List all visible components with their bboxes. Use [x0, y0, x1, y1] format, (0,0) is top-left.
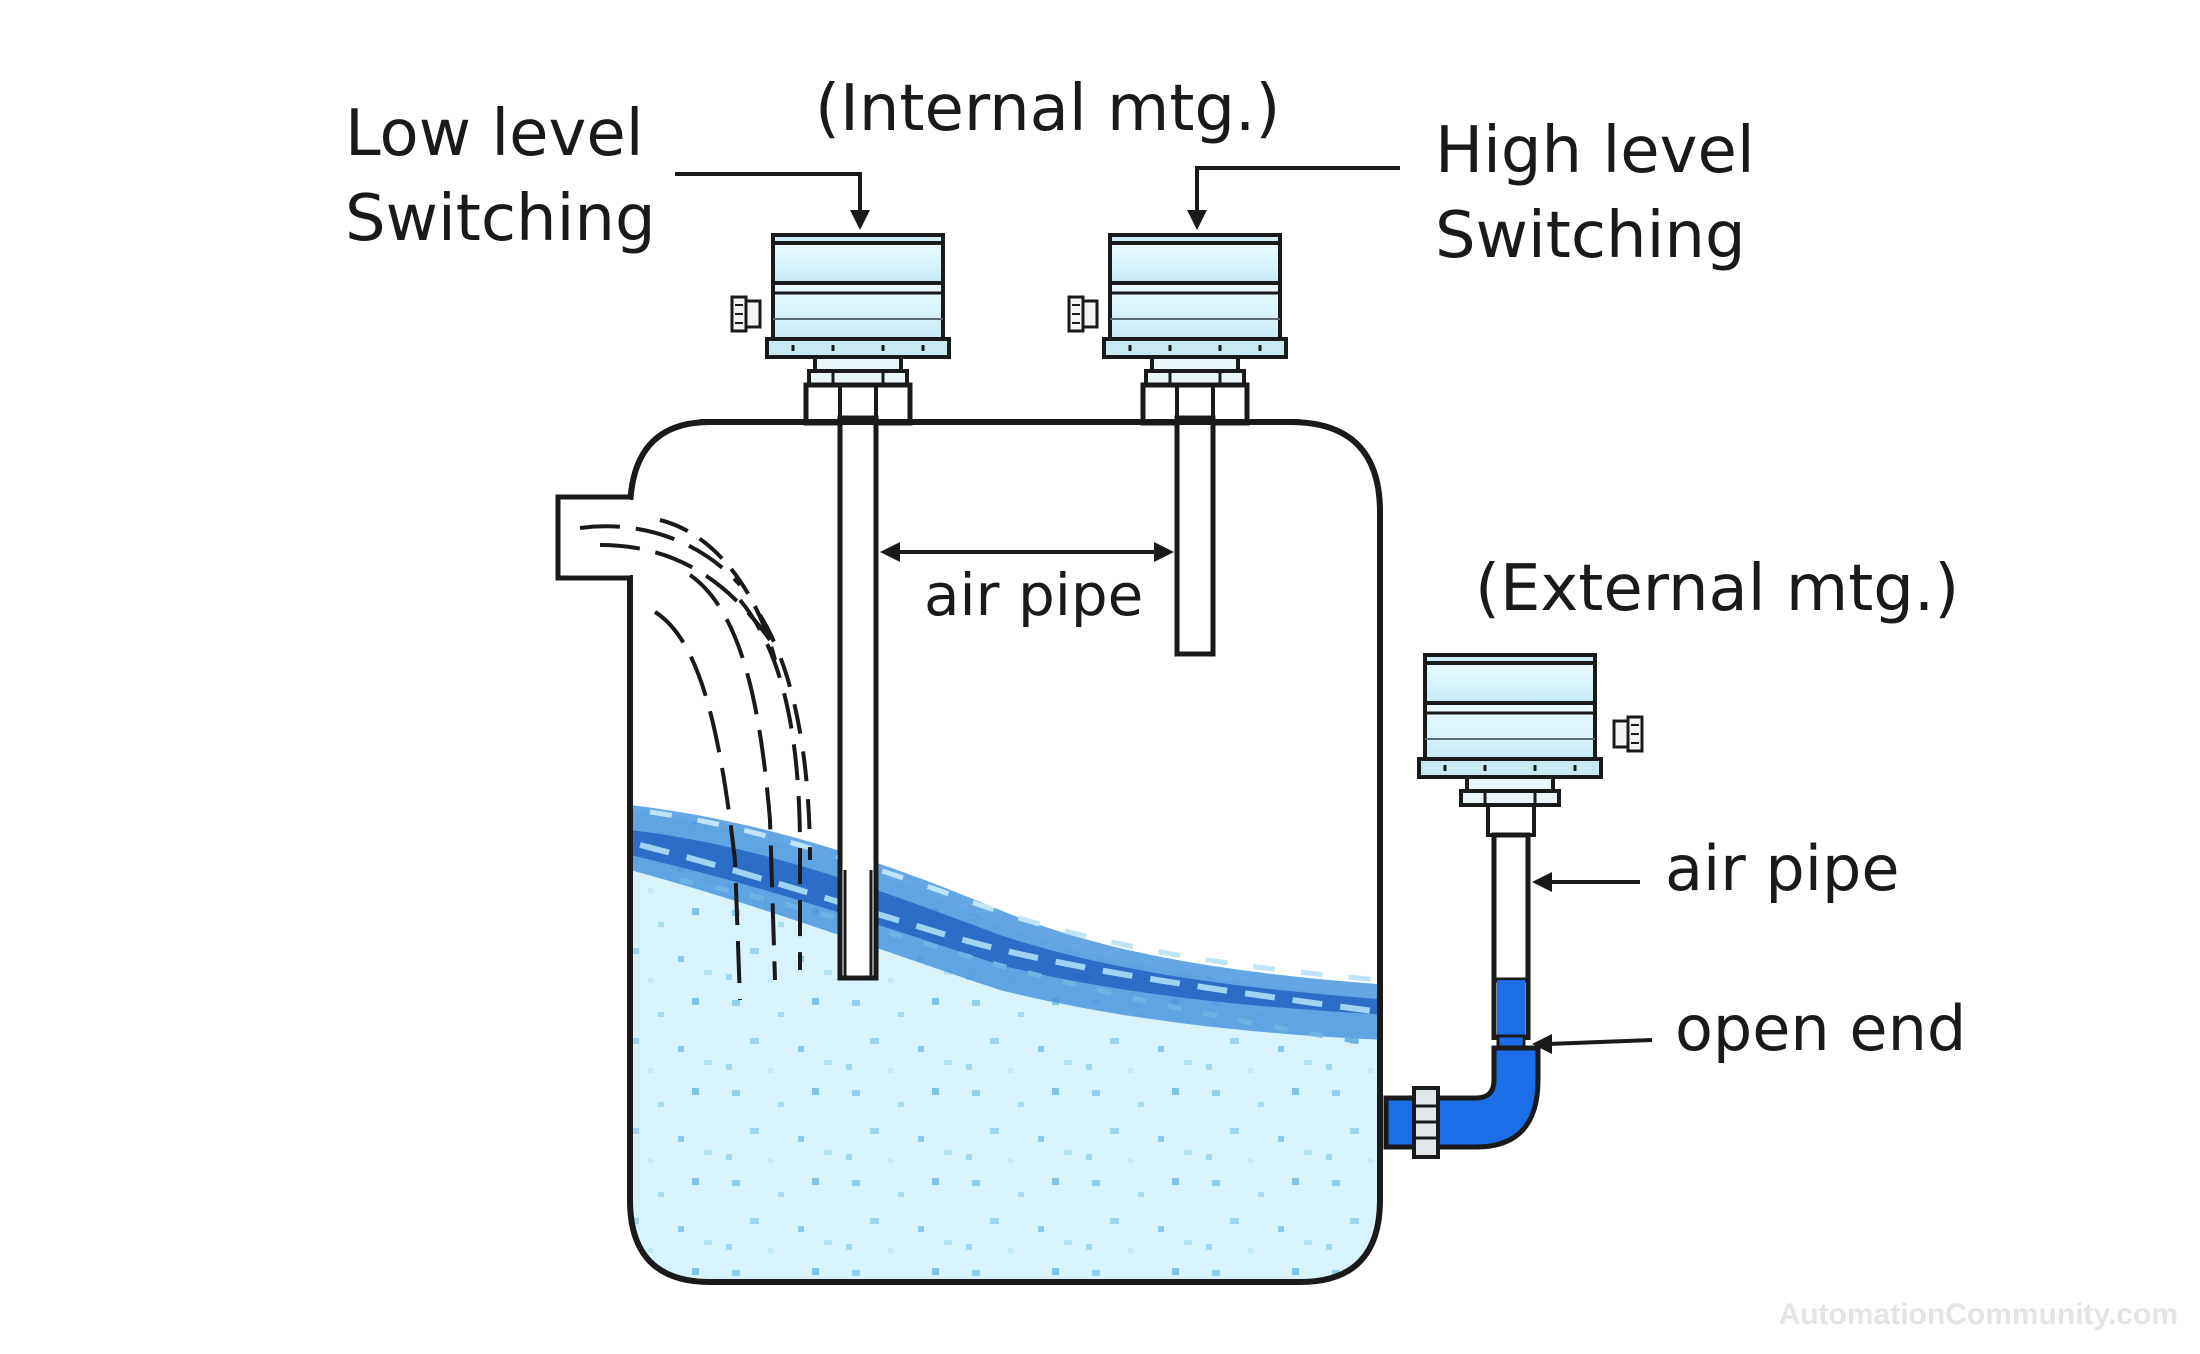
low-level-switch [730, 233, 951, 981]
leader-lines [675, 166, 1653, 1046]
open-end-label: open end [1675, 992, 1966, 1065]
tank-icon [627, 419, 1383, 1285]
air-pipe-external-label: air pipe [1665, 832, 1900, 905]
inlet-nozzle [555, 494, 630, 581]
tank-water [630, 805, 1380, 1282]
air-pipe-dimension [880, 542, 1174, 562]
external-switch [1383, 653, 1644, 1159]
low-level-label-line2: Switching [345, 182, 656, 256]
high-level-switch [1067, 233, 1288, 657]
high-level-label-line1: High level [1435, 114, 1755, 188]
water-stream-icon [579, 518, 812, 1001]
air-pipe-internal-label: air pipe [924, 561, 1143, 629]
low-level-label-line1: Low level [345, 97, 644, 171]
external-mtg-label: (External mtg.) [1475, 552, 1959, 626]
high-level-label-line2: Switching [1435, 199, 1746, 273]
arrow-heads [850, 210, 1552, 1054]
internal-mtg-label: (Internal mtg.) [815, 72, 1280, 146]
watermark: AutomationCommunity.com [1779, 1298, 2178, 1331]
